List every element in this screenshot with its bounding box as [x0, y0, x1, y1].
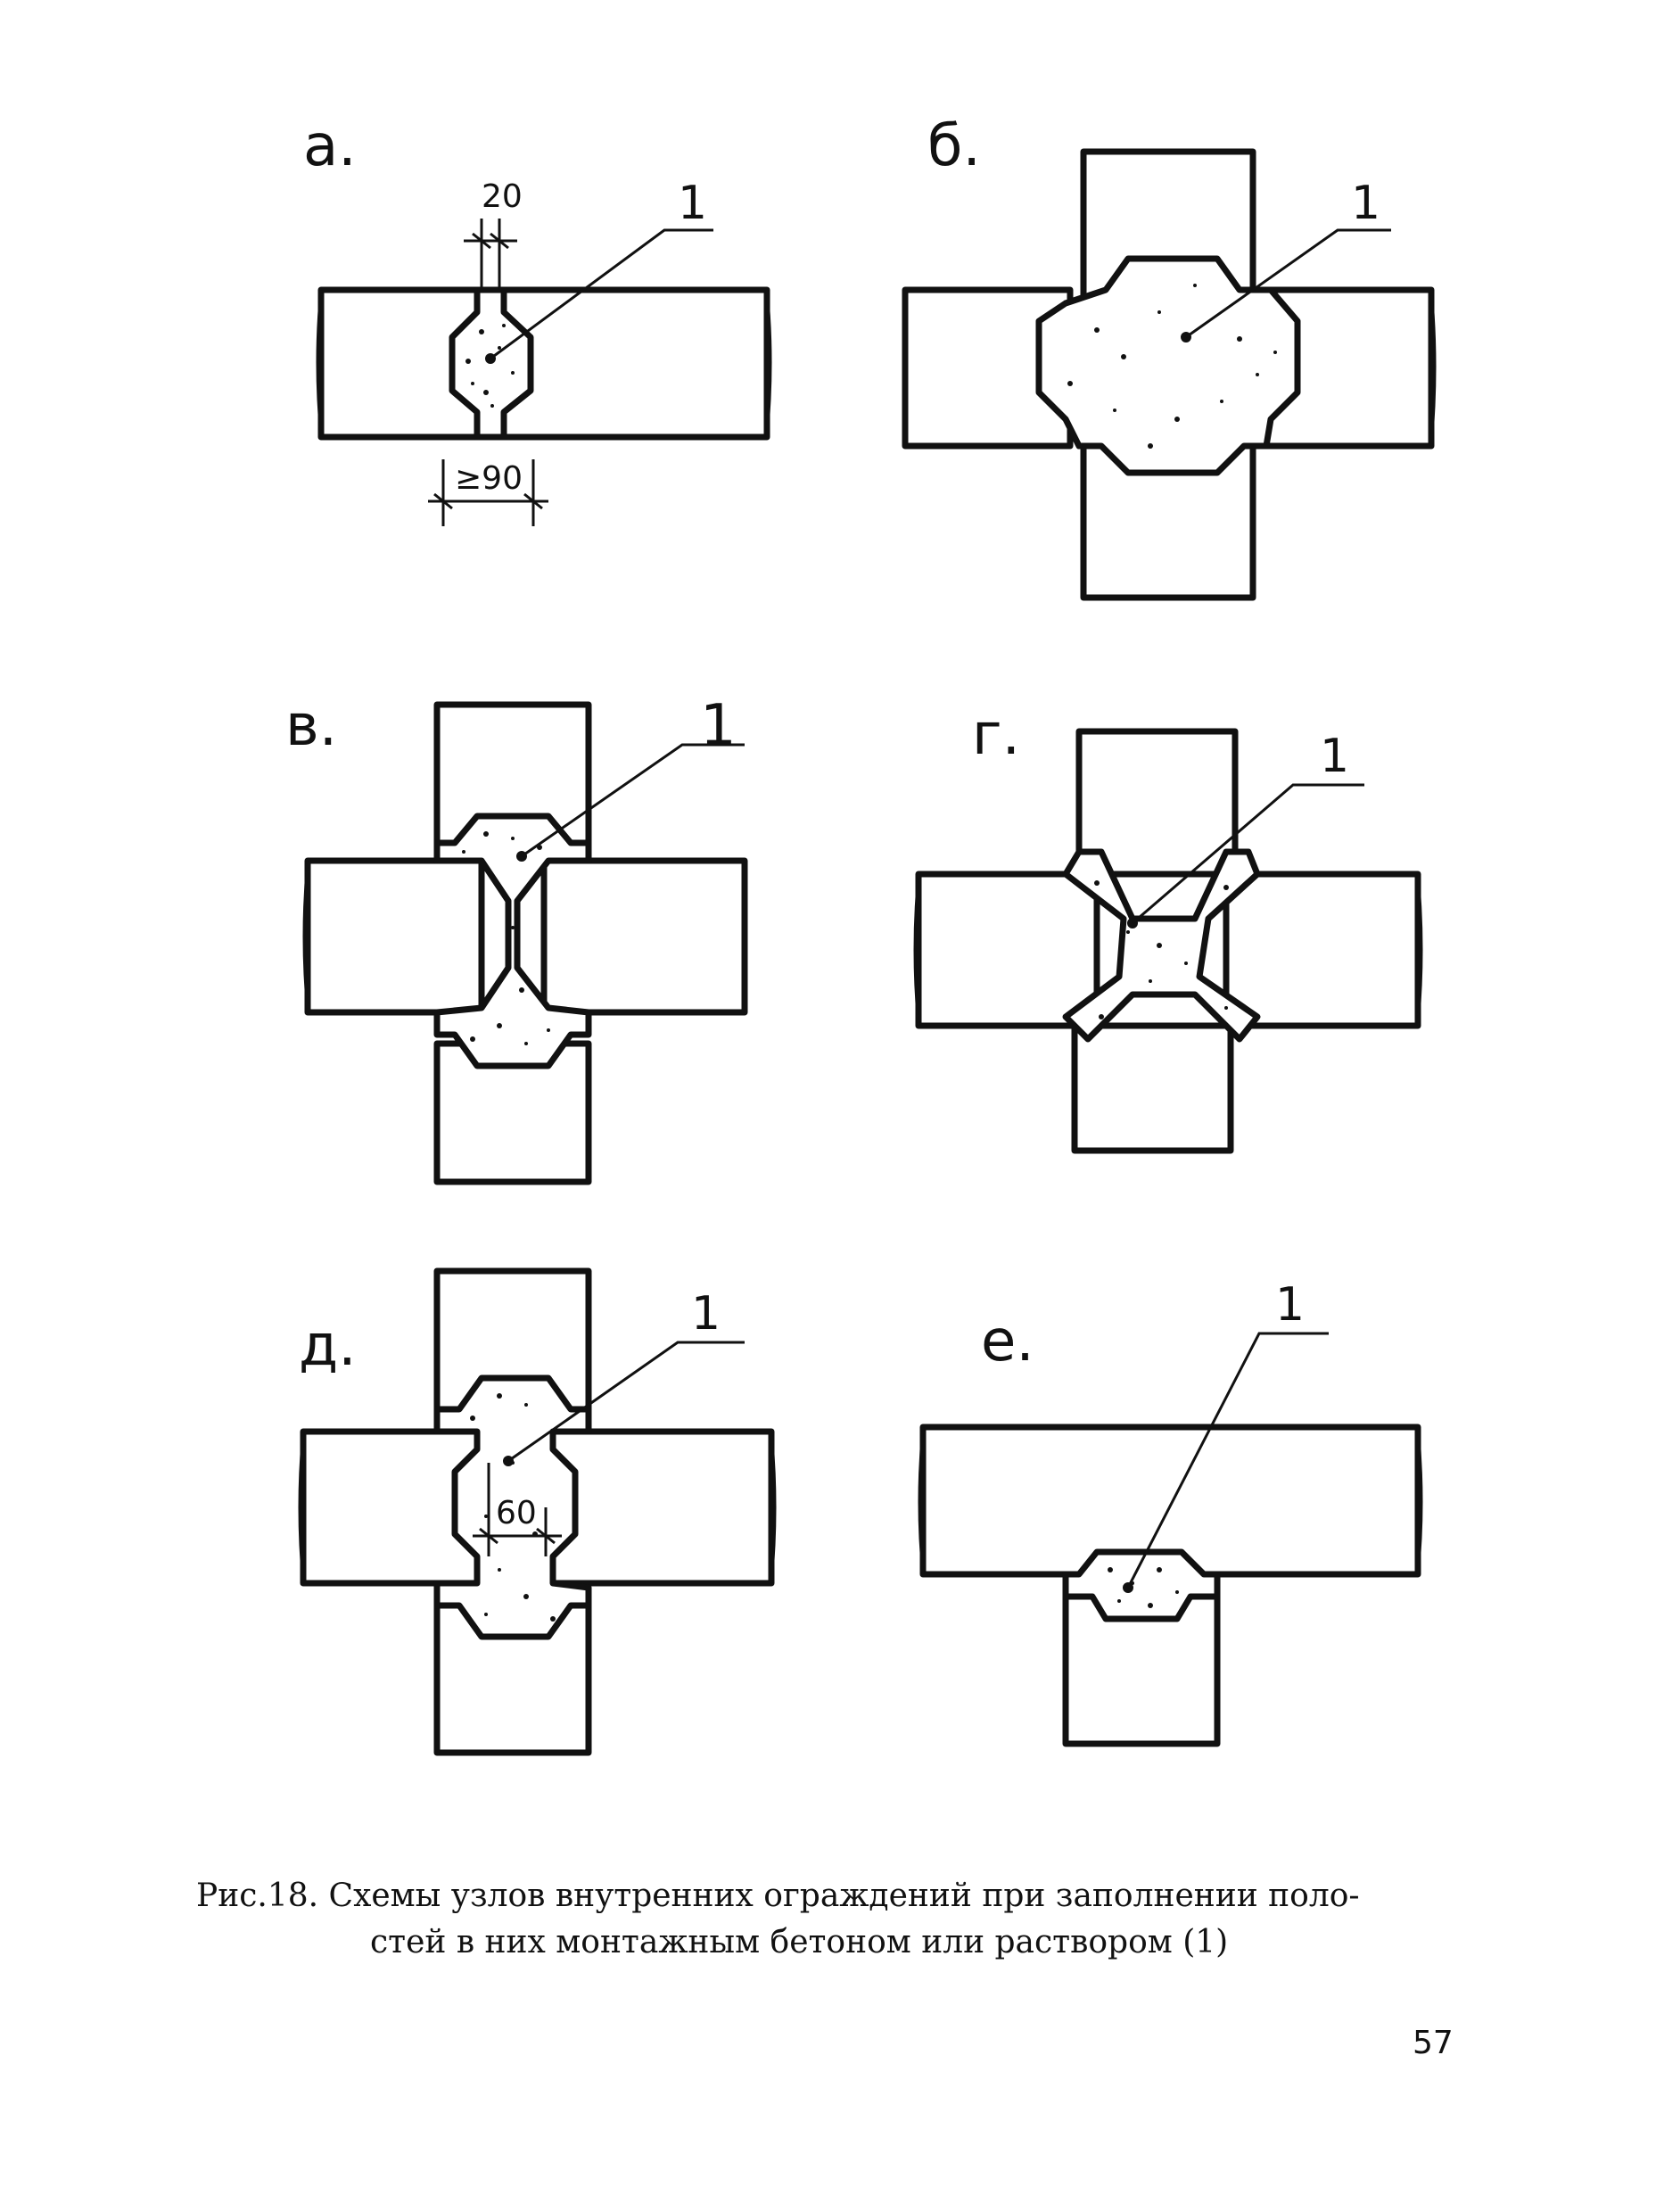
panel-d-dimension-60-text: 60	[496, 1495, 537, 1531]
panel-g-aggregate	[1094, 880, 1229, 1019]
panel-g-wall-left	[915, 871, 1100, 1029]
panel-a-dimension-90-text: ≥90	[455, 460, 523, 497]
panel-a-dimension-20	[464, 219, 517, 290]
panel-d-dimension-60	[473, 1463, 562, 1556]
panel-e-leader-line	[1126, 1332, 1329, 1589]
panel-g-callout: 1	[1320, 730, 1349, 783]
panel-d-wall-left	[300, 1428, 481, 1587]
panel-v: в. 1	[285, 693, 748, 1185]
panel-v-callout: 1	[700, 693, 737, 759]
figure-caption: Рис.18. Схемы узлов внутренних ограждени…	[196, 1873, 1471, 1966]
panel-d-label: д.	[299, 1313, 357, 1379]
panel-a-break-left	[316, 289, 323, 438]
panel-g-wall-right	[1223, 871, 1421, 1029]
panel-d-break-right	[770, 1431, 777, 1584]
panel-d-callout: 1	[691, 1287, 721, 1341]
panel-b-break-right	[1429, 289, 1437, 447]
panel-v-aggregate	[462, 831, 550, 1045]
panel-g-label: г.	[972, 702, 1020, 768]
panel-a-dimension-90	[428, 459, 548, 526]
panel-e-aggregate	[1108, 1567, 1179, 1608]
panel-d: д. 1 60	[298, 1267, 777, 1756]
panel-a-callout: 1	[678, 177, 707, 230]
panel-g-wall-top	[1075, 728, 1239, 878]
panel-d-break-left	[298, 1431, 305, 1584]
panel-e-break-left	[918, 1426, 925, 1575]
panel-b-aggregate	[1067, 284, 1277, 449]
panel-g-leader-line	[1132, 783, 1364, 925]
panel-e-concrete-fill	[1062, 1548, 1221, 1622]
page-number: 57	[1413, 2025, 1454, 2061]
panel-g-break-left	[913, 873, 920, 1027]
panel-e-label: е.	[981, 1308, 1034, 1374]
panel-e: е. 1	[918, 1278, 1423, 1747]
caption-line-1: Рис.18. Схемы узлов внутренних ограждени…	[196, 1878, 1360, 1914]
panel-a-aggregate	[465, 324, 515, 408]
panel-v-concrete-fill	[433, 813, 592, 1069]
panel-b-concrete-fill	[1035, 255, 1301, 476]
panel-a-leader-line	[490, 228, 713, 360]
panel-e-break-right	[1416, 1426, 1423, 1575]
panel-g-wall-bottom	[1071, 1022, 1234, 1154]
panel-b-callout: 1	[1351, 177, 1380, 230]
panel-b: б. 1	[902, 113, 1437, 601]
panel-d-concrete-fill	[433, 1374, 592, 1640]
panel-a: а. 1 20 ≥90	[303, 113, 772, 526]
panel-v-wall-left	[304, 857, 485, 1016]
panel-e-callout: 1	[1275, 1278, 1305, 1332]
panel-d-wall-right	[545, 1428, 775, 1587]
panel-b-label: б.	[927, 113, 981, 179]
caption-line-2: стей в них монтажным бетоном или раствор…	[370, 1924, 1229, 1960]
panel-d-aggregate	[470, 1393, 556, 1622]
panel-v-wall-right	[540, 857, 748, 1016]
panel-g-break-right	[1416, 873, 1423, 1027]
panel-a-label: а.	[303, 113, 357, 179]
panel-a-break-right	[765, 289, 772, 438]
panel-a-dimension-20-text: 20	[482, 178, 523, 215]
panel-b-leader-line	[1185, 228, 1391, 339]
panel-d-leader-line	[507, 1341, 745, 1463]
panel-a-wall-right	[500, 286, 770, 441]
panel-v-label: в.	[285, 693, 337, 759]
panel-g: г. 1	[913, 702, 1423, 1154]
panel-v-leader-line	[521, 743, 745, 858]
panel-v-break-left	[302, 860, 309, 1013]
